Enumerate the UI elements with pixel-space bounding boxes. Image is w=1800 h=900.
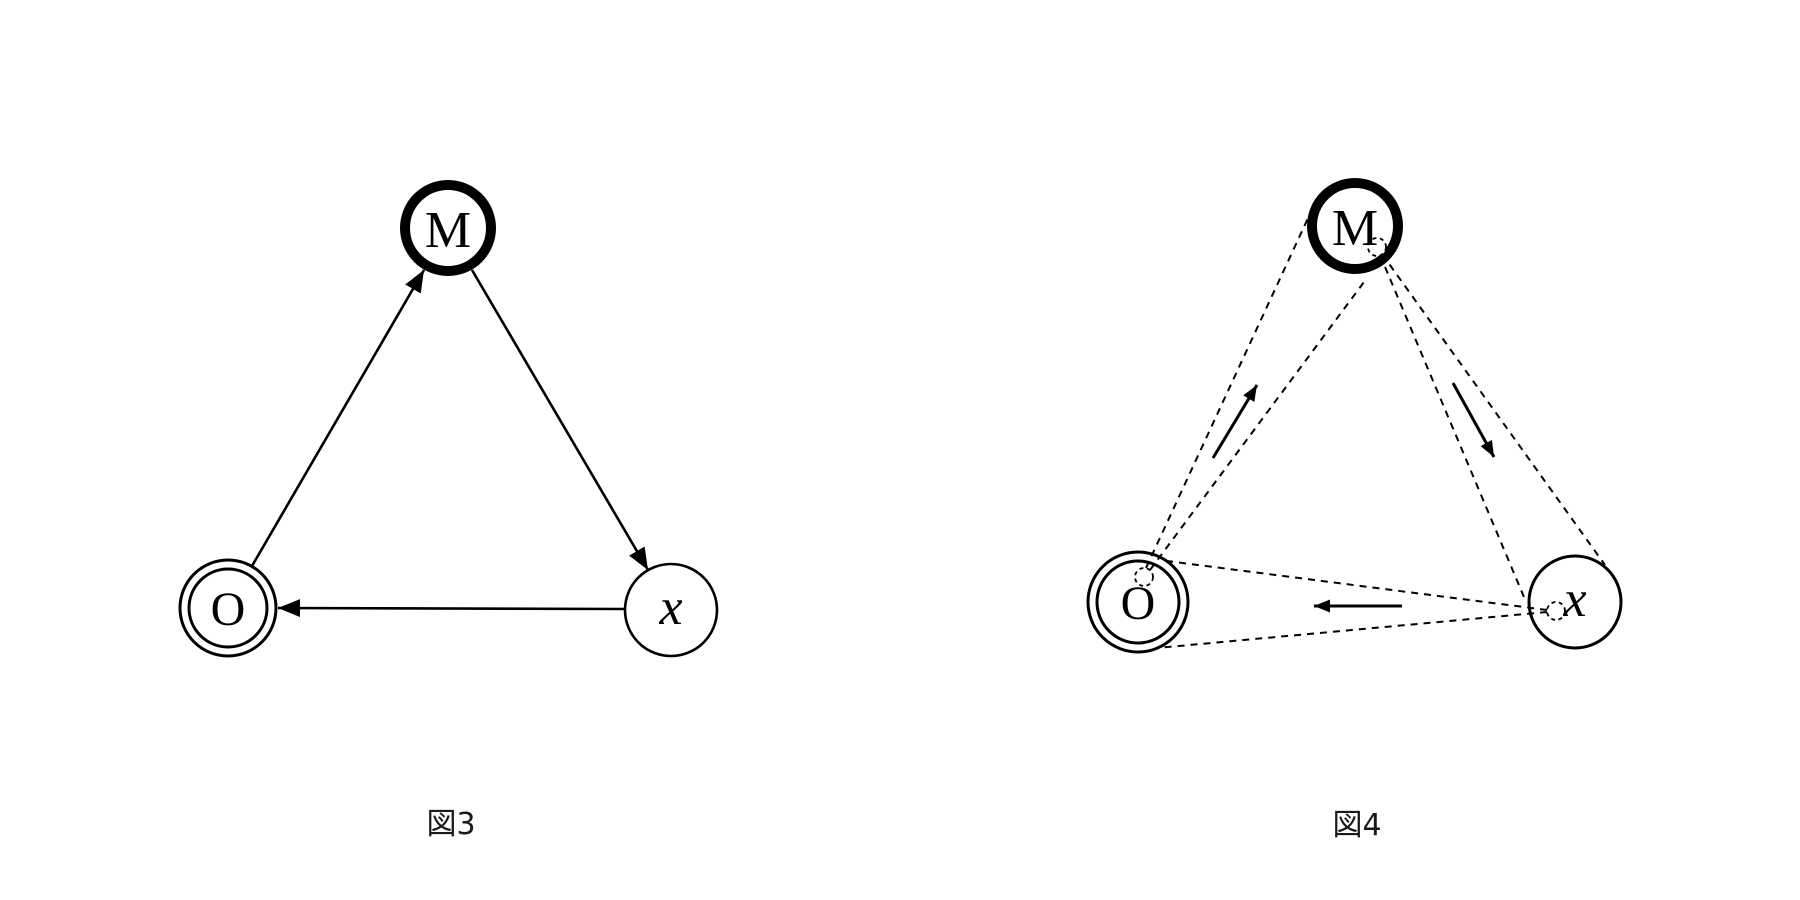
node-x-circle (623, 562, 719, 658)
figure-3: M O x 図3 (178, 180, 719, 842)
edge-x-to-o (277, 599, 626, 618)
figure-4-caption: 図4 (1332, 808, 1381, 843)
apex-circle-at-x (1546, 601, 1566, 621)
beam-o-to-m-right-edge (1149, 277, 1368, 571)
node-m-label: M (425, 202, 471, 259)
node-o-outer-circle (178, 558, 278, 658)
node-o-outer-circle (1086, 550, 1190, 654)
node-o-inner-circle (187, 567, 269, 649)
beam-x-to-o-upper-edge (1166, 560, 1548, 611)
node-o-label: O (211, 583, 246, 636)
beam-m-to-x-right-edge (1381, 253, 1606, 566)
figure-4: M O x 図4 (1086, 178, 1623, 843)
arrow-m-to-x (1451, 382, 1496, 458)
node-x-label: x (1562, 571, 1586, 628)
figure-3-caption: 図3 (426, 807, 475, 842)
edge-o-to-m (250, 269, 426, 567)
node-m-label: M (1332, 200, 1378, 257)
arrow-o-to-m (1211, 384, 1259, 459)
edge-m-to-x (470, 269, 650, 571)
node-m-circle (400, 180, 496, 276)
apex-circle-at-o (1134, 567, 1154, 587)
node-x-label: x (658, 579, 682, 636)
node-o-label: O (1121, 577, 1156, 630)
beam-o-to-m-left-edge (1145, 215, 1310, 569)
node-x-circle (1527, 554, 1623, 650)
apex-circle-at-m (1367, 237, 1387, 257)
beam-m-to-x-left-edge (1379, 254, 1525, 598)
beam-x-to-o-lower-edge (1156, 611, 1548, 649)
node-o-inner-circle (1095, 559, 1181, 645)
